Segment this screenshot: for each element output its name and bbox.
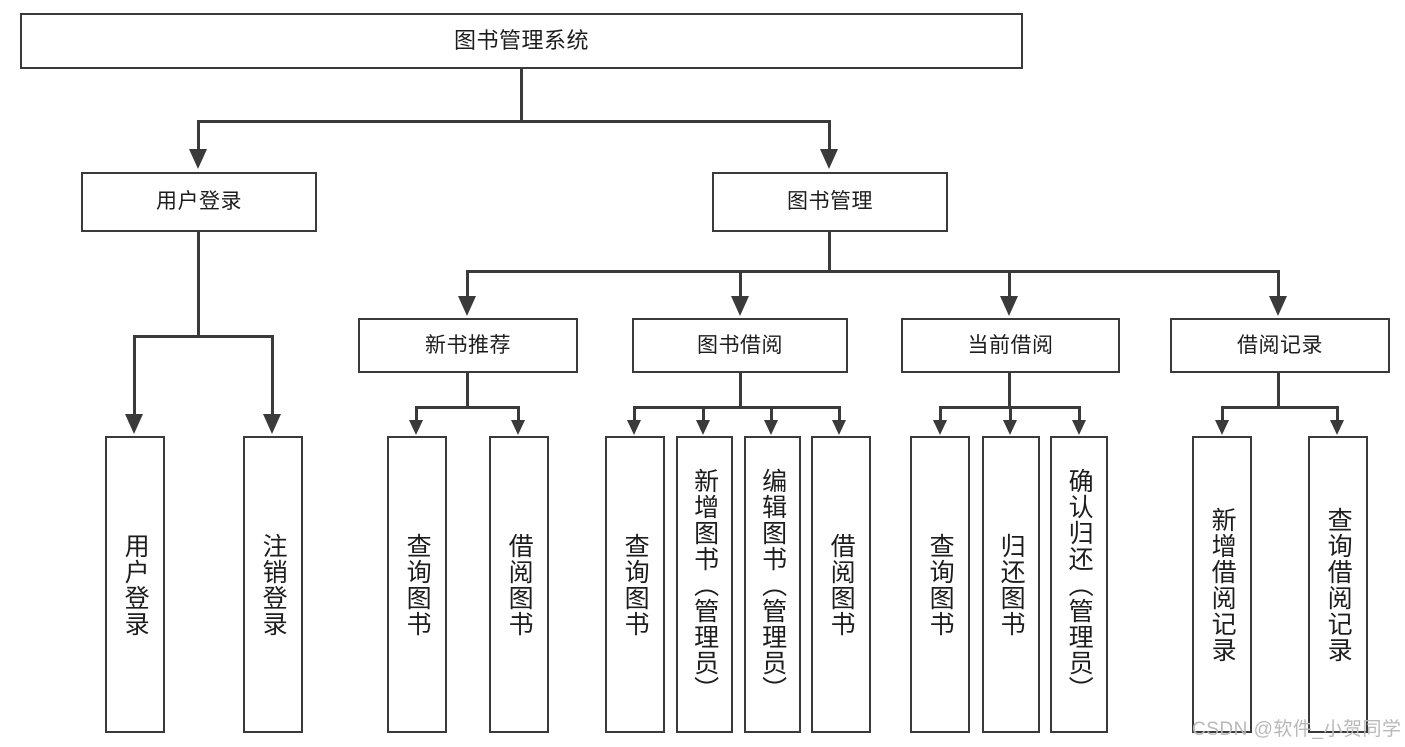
arrowhead-user-login-child-2 — [263, 414, 281, 434]
arrowhead-current-borrow-child-1 — [933, 420, 947, 435]
connector-level2-bus — [466, 270, 1279, 273]
leaf-new-book-query-book[interactable]: 查询图书 — [387, 436, 447, 733]
arrowhead-to-book-borrow — [731, 296, 749, 316]
node-label: 借阅图书 — [505, 532, 534, 637]
connector-to-borrow-record — [1277, 270, 1280, 298]
leaf-book-borrow-edit-book[interactable]: 编辑图书（管理员） — [744, 436, 801, 733]
leaf-user-login-logout[interactable]: 注销登录 — [243, 436, 303, 733]
connector-user-login-child-2 — [271, 335, 274, 418]
node-user-login[interactable]: 用户登录 — [81, 172, 317, 232]
arrowhead-to-current-borrow — [1000, 296, 1018, 316]
arrowhead-new-book-child-2 — [511, 420, 525, 435]
arrowhead-user-login-child-1 — [125, 414, 143, 434]
leaf-book-borrow-borrow-book[interactable]: 借阅图书 — [811, 436, 871, 733]
connector-current-borrow-child-1 — [939, 406, 942, 422]
connector-to-new-book — [466, 270, 469, 298]
connector-borrow-record-stem — [1277, 373, 1280, 407]
node-root-system[interactable]: 图书管理系统 — [20, 13, 1023, 69]
node-book-manage[interactable]: 图书管理 — [712, 172, 948, 232]
node-current-borrow[interactable]: 当前借阅 — [901, 318, 1120, 373]
leaf-borrow-record-query-record[interactable]: 查询借阅记录 — [1308, 436, 1368, 733]
connector-current-borrow-child-3 — [1078, 406, 1081, 422]
node-label: 查询图书 — [403, 532, 432, 637]
connector-book-borrow-child-2 — [702, 406, 705, 422]
arrowhead-new-book-child-1 — [409, 420, 423, 435]
node-book-borrow[interactable]: 图书借阅 — [632, 318, 848, 373]
leaf-borrow-record-add-record[interactable]: 新增借阅记录 — [1192, 436, 1252, 733]
connector-new-book-bus — [415, 406, 520, 409]
leaf-book-borrow-add-book[interactable]: 新增图书（管理员） — [676, 436, 733, 733]
node-label: 新增借阅记录 — [1208, 506, 1237, 663]
connector-borrow-record-child-1 — [1221, 406, 1224, 422]
connector-book-manage-stem — [828, 232, 831, 272]
connector-borrow-record-bus — [1221, 406, 1339, 409]
connector-new-book-child-2 — [517, 406, 520, 422]
watermark-text: CSDN @软件_小贺同学 — [1192, 719, 1402, 740]
node-label: 查询图书 — [621, 532, 650, 637]
arrowhead-book-borrow-child-1 — [627, 420, 641, 435]
connector-level1-bus — [197, 120, 831, 123]
leaf-current-borrow-return-book[interactable]: 归还图书 — [982, 436, 1040, 733]
arrowhead-borrow-record-child-2 — [1330, 420, 1344, 435]
node-label: 查询图书 — [926, 532, 955, 637]
leaf-user-login-login[interactable]: 用户登录 — [105, 436, 165, 733]
arrowhead-book-borrow-child-2 — [696, 420, 710, 435]
node-borrow-record[interactable]: 借阅记录 — [1170, 318, 1390, 373]
node-label: 借阅记录 — [1237, 333, 1323, 357]
node-new-book-recommend[interactable]: 新书推荐 — [358, 318, 578, 373]
arrowhead-to-user-login — [189, 149, 207, 169]
connector-root-stem — [520, 69, 523, 121]
connector-book-borrow-bus — [633, 406, 841, 409]
arrowhead-to-new-book — [458, 296, 476, 316]
connector-user-login-child-1 — [133, 335, 136, 418]
connector-book-borrow-stem — [739, 373, 742, 407]
node-label: 图书管理 — [787, 190, 873, 214]
connector-current-borrow-stem — [1008, 373, 1011, 407]
connector-to-user-login — [197, 120, 200, 150]
node-label: 编辑图书（管理员） — [758, 467, 787, 702]
node-label: 图书管理系统 — [453, 27, 589, 53]
node-label: 用户登录 — [121, 532, 150, 637]
connector-borrow-record-child-2 — [1336, 406, 1339, 422]
leaf-new-book-borrow-book[interactable]: 借阅图书 — [489, 436, 549, 733]
node-label: 新增图书（管理员） — [690, 467, 719, 702]
node-label: 归还图书 — [997, 532, 1026, 637]
connector-to-book-borrow — [739, 270, 742, 298]
leaf-current-borrow-confirm-return[interactable]: 确认归还（管理员） — [1050, 436, 1108, 733]
node-label: 确认归还（管理员） — [1065, 467, 1094, 702]
connector-book-borrow-child-1 — [633, 406, 636, 422]
node-label: 注销登录 — [259, 532, 288, 637]
arrowhead-current-borrow-child-3 — [1072, 420, 1086, 435]
connector-to-current-borrow — [1008, 270, 1011, 298]
node-label: 图书借阅 — [697, 333, 783, 357]
arrowhead-to-book-manage — [820, 149, 838, 169]
node-label: 新书推荐 — [425, 333, 511, 357]
connector-book-borrow-child-3 — [770, 406, 773, 422]
arrowhead-current-borrow-child-2 — [1003, 420, 1017, 435]
connector-current-borrow-child-2 — [1009, 406, 1012, 422]
leaf-current-borrow-query-book[interactable]: 查询图书 — [910, 436, 970, 733]
node-label: 当前借阅 — [967, 333, 1054, 357]
arrowhead-book-borrow-child-4 — [832, 420, 846, 435]
connector-user-login-stem — [197, 232, 200, 336]
node-label: 借阅图书 — [827, 532, 856, 637]
arrowhead-book-borrow-child-3 — [764, 420, 778, 435]
node-label: 用户登录 — [156, 190, 242, 214]
connector-new-book-stem — [466, 373, 469, 407]
connector-book-borrow-child-4 — [838, 406, 841, 422]
connector-new-book-child-1 — [415, 406, 418, 422]
node-label: 查询借阅记录 — [1324, 506, 1353, 663]
arrowhead-borrow-record-child-1 — [1215, 420, 1229, 435]
arrowhead-to-borrow-record — [1269, 296, 1287, 316]
connector-to-book-manage — [828, 120, 831, 150]
connector-user-login-bus — [133, 335, 271, 338]
leaf-book-borrow-query-book[interactable]: 查询图书 — [605, 436, 665, 733]
